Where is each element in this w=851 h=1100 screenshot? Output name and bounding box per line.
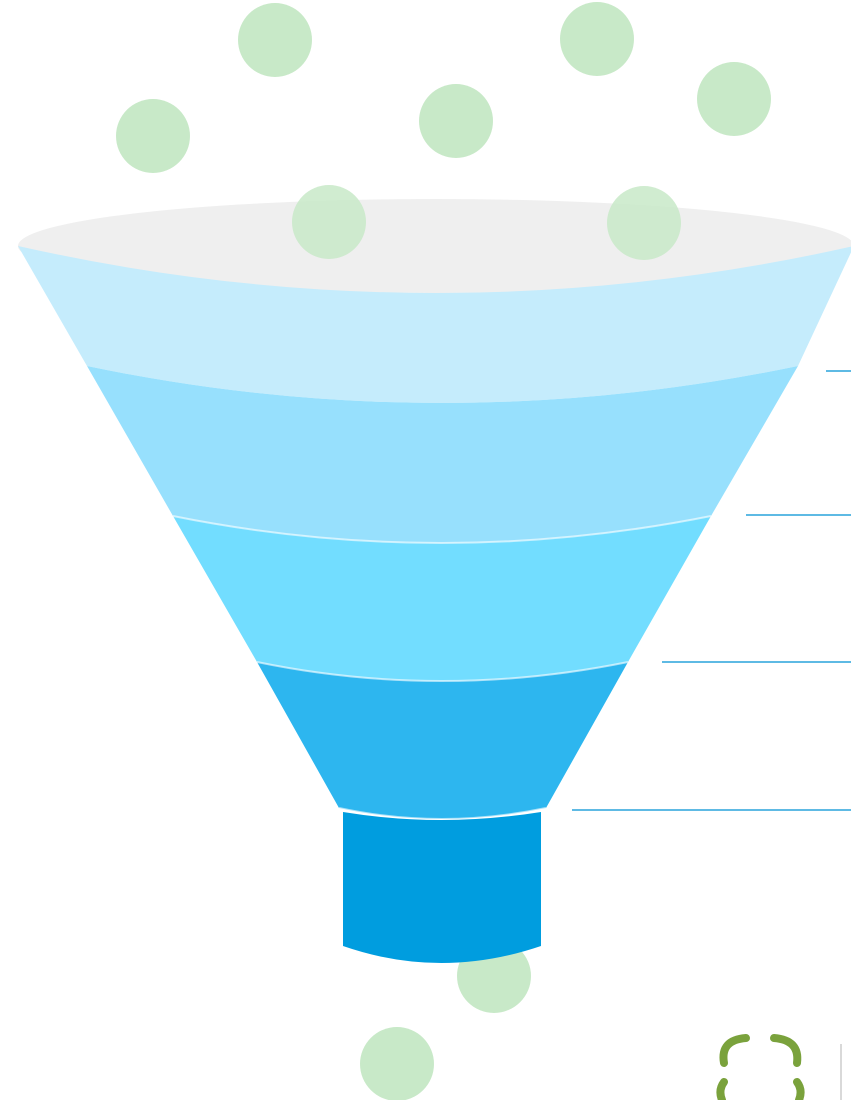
input-dot [419,84,493,158]
logo-corner-top-right [774,1038,797,1063]
input-dot [560,2,634,76]
input-dot [697,62,771,136]
logo-corner-top-left [723,1038,746,1063]
output-dot [360,1027,434,1100]
input-dot [238,3,312,77]
input-dot [607,186,681,260]
funnel-spout [343,812,541,963]
input-dots [116,2,771,173]
input-dot [292,185,366,259]
funnel-stage-4 [257,662,628,819]
corner-brackets-logo-icon [720,1038,800,1100]
input-dot [116,99,190,173]
logo-corner-bottom-right [797,1082,801,1100]
logo-corner-bottom-left [720,1082,724,1100]
